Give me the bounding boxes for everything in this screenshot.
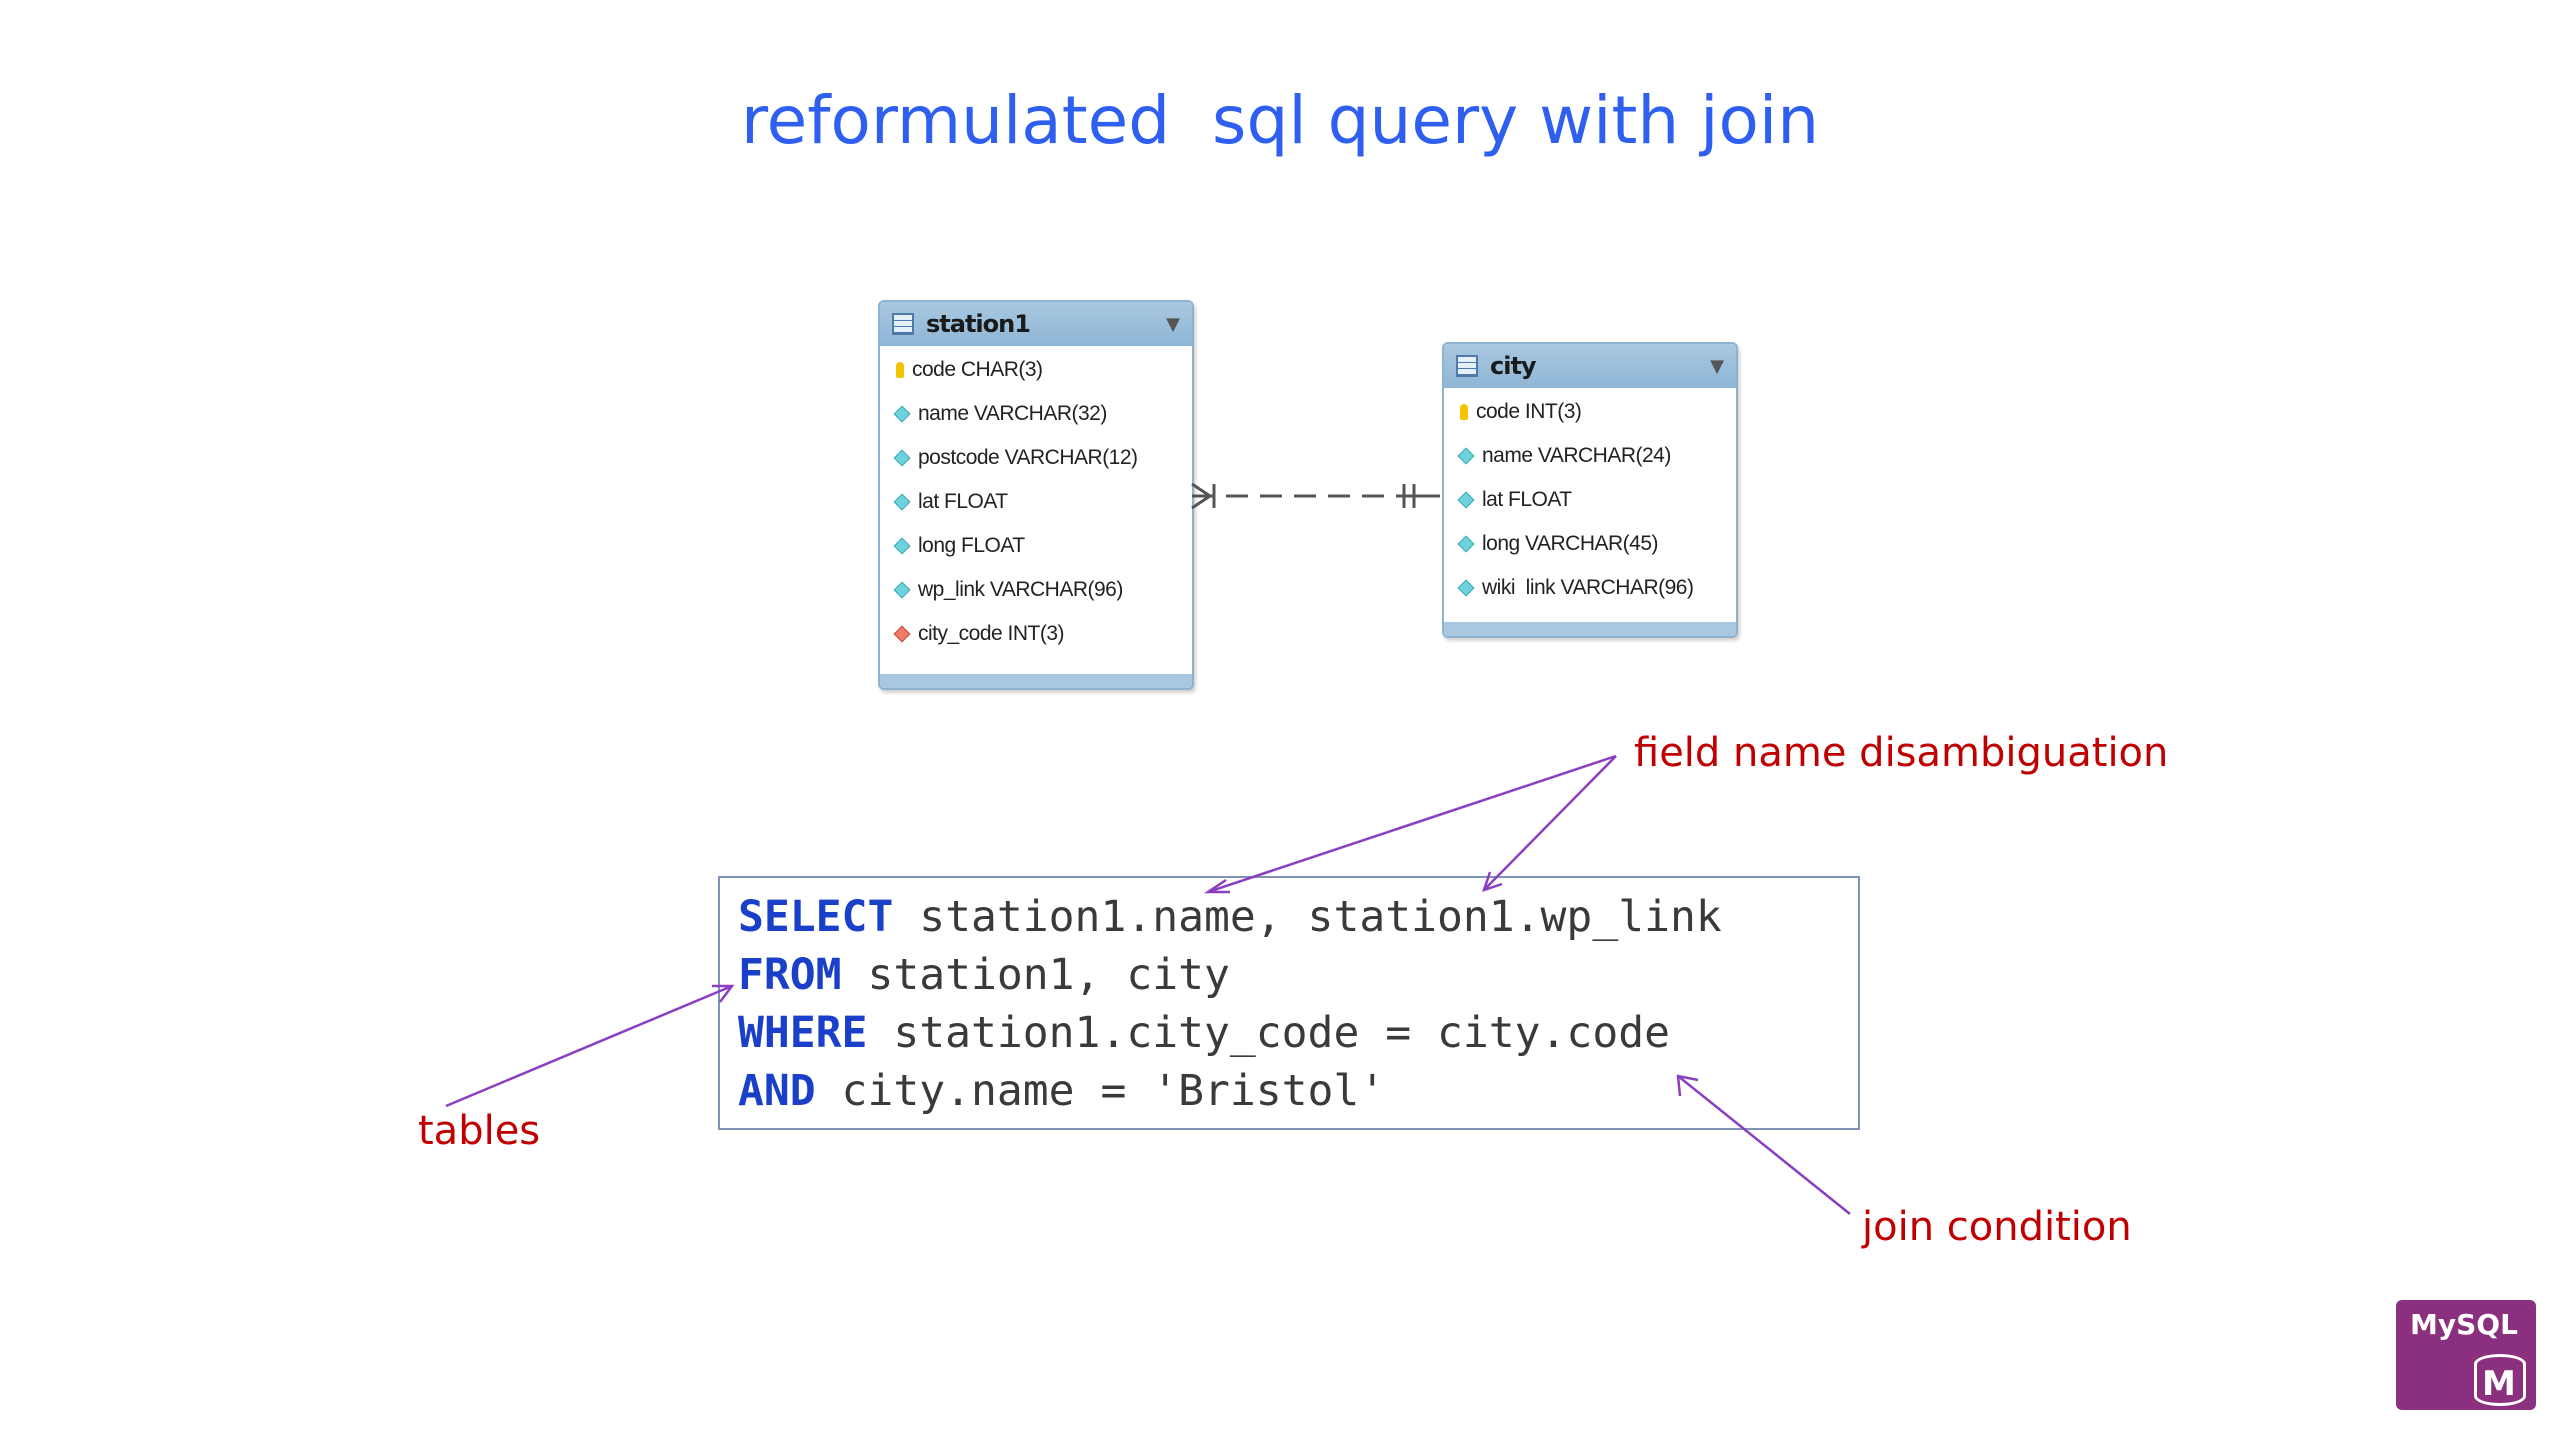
annotation-join-condition: join condition — [1862, 1204, 2132, 1250]
er-column: lat FLOAT — [880, 480, 1192, 524]
er-column: postcode VARCHAR(12) — [880, 436, 1192, 480]
sql-text: station1, city — [841, 950, 1230, 1000]
column-diamond-icon — [1457, 535, 1475, 553]
relationship-connector — [1191, 482, 1440, 510]
column-diamond-icon — [1457, 579, 1475, 597]
column-label: city_code INT(3) — [918, 622, 1065, 645]
column-diamond-icon — [893, 449, 911, 467]
er-column: long FLOAT — [880, 524, 1192, 568]
er-column: name VARCHAR(32) — [880, 392, 1192, 436]
column-diamond-icon — [1457, 491, 1475, 509]
sql-query-box: SELECT station1.name, station1.wp_link F… — [718, 876, 1860, 1130]
er-column: code INT(3) — [1444, 390, 1736, 434]
mysql-logo: MySQL M — [2396, 1300, 2536, 1410]
collapse-arrow-icon[interactable]: ▼ — [1710, 355, 1724, 377]
sql-keyword: WHERE — [738, 1008, 868, 1058]
er-table-name: city — [1490, 352, 1537, 380]
column-label: name VARCHAR(24) — [1482, 444, 1671, 467]
table-icon — [1456, 355, 1478, 377]
logo-text: MySQL — [2410, 1308, 2518, 1341]
logo-letter: M — [2482, 1364, 2516, 1404]
sql-text: station1.name, station1.wp_link — [893, 892, 1722, 942]
column-label: long VARCHAR(45) — [1482, 532, 1659, 555]
er-table-station1[interactable]: station1 ▼ code CHAR(3) name VARCHAR(32)… — [878, 300, 1194, 690]
er-column: code CHAR(3) — [880, 348, 1192, 392]
sql-keyword: SELECT — [738, 892, 894, 942]
sql-text: station1.city_code = city.code — [867, 1008, 1670, 1058]
column-label: long FLOAT — [918, 534, 1025, 557]
sql-text: city.name = 'Bristol' — [815, 1066, 1386, 1116]
primary-key-icon — [1460, 404, 1468, 420]
primary-key-icon — [896, 362, 904, 378]
column-diamond-icon — [1457, 447, 1475, 465]
sql-line: WHERE station1.city_code = city.code — [738, 1004, 1840, 1062]
er-column: wp_link VARCHAR(96) — [880, 568, 1192, 612]
column-diamond-icon — [893, 537, 911, 555]
er-column: long VARCHAR(45) — [1444, 522, 1736, 566]
column-label: postcode VARCHAR(12) — [918, 446, 1138, 469]
column-label: code CHAR(3) — [912, 358, 1043, 381]
sql-keyword: FROM — [738, 950, 842, 1000]
slide-title: reformulated sql query with join — [740, 82, 1820, 159]
sql-keyword: AND — [738, 1066, 816, 1116]
column-label: code INT(3) — [1476, 400, 1582, 423]
sql-line: SELECT station1.name, station1.wp_link — [738, 888, 1840, 946]
column-label: lat FLOAT — [1482, 488, 1572, 511]
er-column: city_code INT(3) — [880, 612, 1192, 656]
sql-line: FROM station1, city — [738, 946, 1840, 1004]
column-label: wiki link VARCHAR(96) — [1482, 576, 1694, 599]
er-table-city[interactable]: city ▼ code INT(3) name VARCHAR(24) lat … — [1442, 342, 1738, 638]
er-table-header[interactable]: station1 ▼ — [880, 302, 1192, 346]
er-table-footer — [1444, 622, 1736, 636]
database-cylinder-icon — [2474, 1354, 2526, 1406]
collapse-arrow-icon[interactable]: ▼ — [1166, 313, 1180, 335]
annotation-field-name: field name disambiguation — [1634, 730, 2169, 776]
column-label: lat FLOAT — [918, 490, 1008, 513]
foreign-key-diamond-icon — [893, 625, 911, 643]
column-label: name VARCHAR(32) — [918, 402, 1107, 425]
table-icon — [892, 313, 914, 335]
er-column: lat FLOAT — [1444, 478, 1736, 522]
column-diamond-icon — [893, 405, 911, 423]
er-table-footer — [880, 674, 1192, 688]
column-label: wp_link VARCHAR(96) — [918, 578, 1123, 601]
sql-line: AND city.name = 'Bristol' — [738, 1062, 1840, 1120]
er-table-name: station1 — [926, 310, 1031, 338]
column-diamond-icon — [893, 581, 911, 599]
column-diamond-icon — [893, 493, 911, 511]
er-column: wiki link VARCHAR(96) — [1444, 566, 1736, 610]
er-table-header[interactable]: city ▼ — [1444, 344, 1736, 388]
er-column: name VARCHAR(24) — [1444, 434, 1736, 478]
annotation-tables: tables — [418, 1108, 541, 1154]
